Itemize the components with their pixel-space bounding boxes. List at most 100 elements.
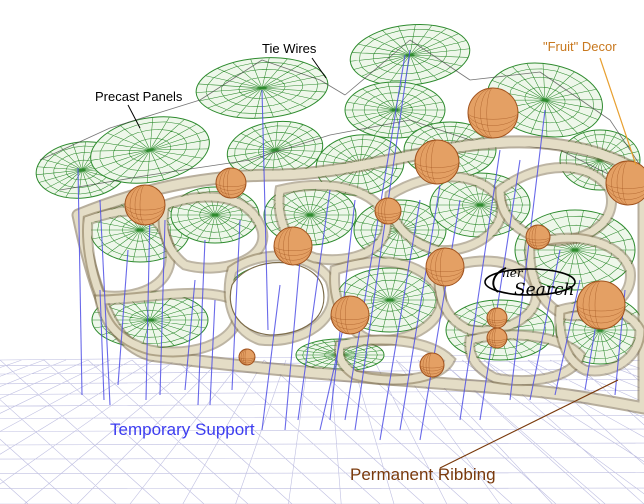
sphere-mesh <box>215 167 247 199</box>
sphere-mesh <box>273 226 313 266</box>
sphere-mesh <box>374 197 402 225</box>
support-pole <box>284 259 301 431</box>
fruit-sphere <box>330 295 370 335</box>
rib-loop-fill <box>435 257 541 335</box>
sphere-mesh <box>605 160 644 206</box>
support-pole <box>354 49 411 431</box>
fruit-sphere <box>467 87 519 139</box>
tie-wires-label: Tie Wires <box>262 41 317 56</box>
panel-mesh <box>350 24 470 86</box>
precast-panel <box>90 116 210 184</box>
support-pole <box>459 149 501 421</box>
support-pole <box>297 189 331 421</box>
rib-loop-fill <box>496 164 616 245</box>
support-pole <box>77 167 83 396</box>
sphere-body <box>425 247 465 287</box>
fruit-sphere <box>605 160 644 206</box>
sphere-mesh <box>467 87 519 139</box>
label-leaders <box>127 57 637 469</box>
sphere-body <box>273 226 313 266</box>
precast-panel <box>344 81 446 139</box>
panel-mesh <box>345 82 445 138</box>
enersearch-logo: ner Search <box>484 262 580 304</box>
sphere-mesh <box>124 184 166 226</box>
sphere-body <box>124 184 166 226</box>
support-pole <box>184 279 196 391</box>
sphere-body <box>374 197 402 225</box>
support-pole <box>117 249 129 386</box>
support-pole <box>99 199 111 406</box>
sphere-body <box>486 307 508 329</box>
sphere-body <box>467 87 519 139</box>
panel-mesh <box>92 292 208 348</box>
sphere-mesh <box>486 327 508 349</box>
fruit-sphere <box>486 307 508 329</box>
logo-text-ner: ner <box>502 266 523 280</box>
logo-swoosh <box>484 267 576 296</box>
sphere-mesh <box>425 247 465 287</box>
panel-mesh <box>227 121 323 179</box>
support-pole <box>344 54 406 421</box>
temporary-supports <box>77 49 626 441</box>
sphere-mesh <box>238 348 256 366</box>
support-pole <box>399 184 441 431</box>
precast-panels-label: Precast Panels <box>95 89 183 104</box>
logo-text-search: Search <box>514 280 575 300</box>
rib-opening <box>229 261 325 336</box>
sphere-mesh <box>419 352 445 378</box>
fruit-sphere <box>419 352 445 378</box>
sphere-body <box>238 348 256 366</box>
fruit-sphere <box>238 348 256 366</box>
rib-loop-fill <box>95 289 242 356</box>
fruit-sphere <box>124 184 166 226</box>
support-pole <box>209 299 216 406</box>
fruit-decor-leader <box>599 57 637 166</box>
sphere-mesh <box>486 307 508 329</box>
sphere-body <box>486 327 508 349</box>
permanent-ribbing-leader <box>439 379 619 469</box>
fruit-sphere <box>486 327 508 349</box>
support-pole <box>319 319 346 431</box>
sphere-body <box>525 224 551 250</box>
support-pole <box>261 284 281 431</box>
sphere-mesh <box>330 295 370 335</box>
precast-panel <box>349 24 471 86</box>
panel-mesh <box>264 185 356 245</box>
fruit-sphere <box>576 280 626 330</box>
support-pole <box>261 89 269 331</box>
support-pole <box>145 209 151 401</box>
sphere-body <box>330 295 370 335</box>
rib-loop-fill <box>466 331 584 385</box>
support-pole <box>99 289 105 401</box>
sphere-body <box>419 352 445 378</box>
sphere-body <box>414 139 460 185</box>
support-pole <box>197 239 206 406</box>
tie-wires-leader <box>311 57 327 79</box>
fruit-decor-spheres <box>124 87 644 378</box>
fruit-sphere <box>525 224 551 250</box>
sphere-mesh <box>576 280 626 330</box>
permanent-ribbing-label: Permanent Ribbing <box>350 465 496 484</box>
support-pole <box>479 159 521 421</box>
sphere-body <box>576 280 626 330</box>
support-pole <box>419 199 461 441</box>
sphere-mesh <box>414 139 460 185</box>
panel-mesh <box>90 116 210 184</box>
temporary-support-label: Temporary Support <box>110 420 255 439</box>
fruit-sphere <box>374 197 402 225</box>
sphere-mesh <box>525 224 551 250</box>
support-pole <box>529 249 561 401</box>
fruit-sphere <box>414 139 460 185</box>
support-pole <box>554 279 581 396</box>
support-pole <box>159 219 166 396</box>
panel-mesh <box>196 57 328 119</box>
precast-panels-leader <box>127 104 141 129</box>
support-pole <box>231 219 241 391</box>
fruit-sphere <box>425 247 465 287</box>
fruit-decor-label: "Fruit" Decor <box>543 39 617 54</box>
fruit-sphere <box>215 167 247 199</box>
precast-panel <box>195 57 329 119</box>
support-pole <box>509 109 546 401</box>
